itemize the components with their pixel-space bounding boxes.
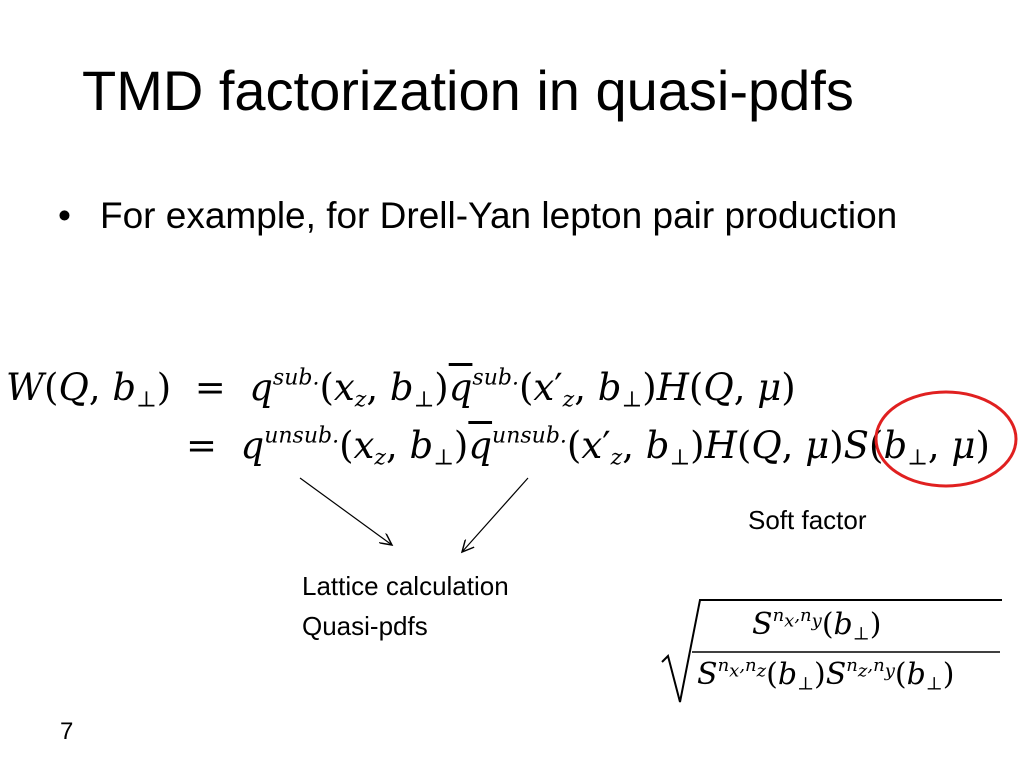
equation-line-2: = qunsub.(xz, b⊥)qunsub.(x′z, b⊥)H(Q, μ)… — [186, 423, 990, 471]
soft-factor-denominator: Snx,nz(b⊥)Snz,ny(b⊥) — [697, 655, 955, 695]
equation-line-1: W(Q, b⊥) = qsub.(xz, b⊥)qsub.(x′z, b⊥)H(… — [6, 365, 796, 413]
lattice-label: Lattice calculation Quasi-pdfs — [302, 566, 509, 646]
soft-factor-numerator: Snx,ny(b⊥) — [752, 605, 882, 645]
lattice-label-line-1: Lattice calculation — [302, 571, 509, 601]
page-number: 7 — [60, 718, 74, 745]
lattice-label-line-2: Quasi-pdfs — [302, 611, 428, 641]
bullet-item: • For example, for Drell-Yan lepton pair… — [58, 190, 958, 242]
soft-factor-label: Soft factor — [748, 505, 867, 535]
sqrt-sign — [661, 599, 1002, 703]
soft-factor-formula: Snx,ny(b⊥) Snx,nz(b⊥)Snz,ny(b⊥) — [660, 595, 1010, 710]
slide-title: TMD factorization in quasi-pdfs — [82, 59, 854, 122]
bullet-marker: • — [58, 195, 71, 236]
arrow-to-lattice-left — [299, 477, 392, 545]
bullet-text: For example, for Drell-Yan lepton pair p… — [100, 195, 898, 236]
soft-factor-highlight-circle — [874, 390, 1018, 488]
arrow-to-lattice-right — [462, 477, 529, 552]
